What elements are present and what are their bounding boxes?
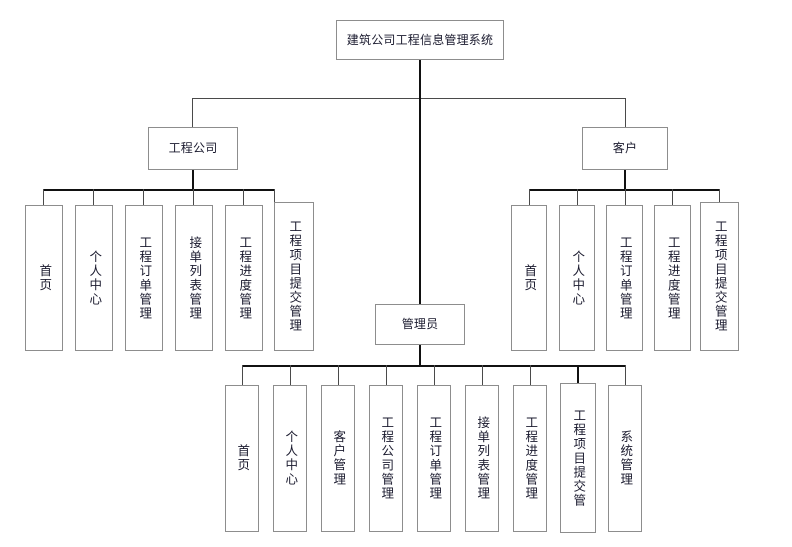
connector-company-stem (192, 170, 194, 190)
connector-admin-drop-3 (386, 365, 387, 385)
node-customer-child-3-label: 工程进度管理 (665, 235, 681, 321)
node-company-child-2[interactable]: 工程订单管理 (125, 205, 163, 351)
connector-root-stem (419, 60, 421, 99)
node-role-customer[interactable]: 客户 (582, 127, 668, 170)
node-company-child-1-label: 个人中心 (87, 249, 103, 307)
node-company-child-5-label: 工程项目提交管理 (287, 220, 303, 333)
connector-company-drop-5 (274, 189, 275, 205)
connector-to-customer (625, 98, 626, 127)
node-root-label: 建筑公司工程信息管理系统 (346, 32, 494, 47)
connector-admin-drop-4 (434, 365, 435, 385)
node-customer-child-4[interactable]: 工程项目提交管理 (700, 202, 739, 351)
node-company-child-0-label: 首页 (37, 263, 53, 293)
connector-customer-drop-3 (672, 189, 673, 205)
connector-customer-drop-0 (529, 189, 530, 205)
connector-center-trunk (419, 98, 421, 304)
node-company-child-1[interactable]: 个人中心 (75, 205, 113, 351)
node-customer-child-1-label: 个人中心 (570, 249, 586, 307)
node-root[interactable]: 建筑公司工程信息管理系统 (336, 20, 504, 60)
connector-admin-drop-8 (625, 365, 626, 385)
connector-company-bus (43, 189, 275, 191)
node-customer-child-2-label: 工程订单管理 (617, 235, 633, 321)
connector-admin-drop-0 (242, 365, 243, 385)
node-customer-child-0[interactable]: 首页 (511, 205, 547, 351)
node-company-child-2-label: 工程订单管理 (137, 235, 153, 321)
node-customer-child-3[interactable]: 工程进度管理 (654, 205, 691, 351)
node-admin-child-0-label: 首页 (235, 444, 251, 473)
node-customer-child-1[interactable]: 个人中心 (559, 205, 595, 351)
node-role-admin[interactable]: 管理员 (375, 304, 465, 345)
connector-company-drop-0 (43, 189, 44, 205)
connector-admin-drop-7 (577, 365, 579, 385)
connector-admin-drop-5 (482, 365, 483, 385)
node-admin-child-3-label: 工程公司管理 (379, 416, 395, 501)
connector-company-drop-2 (143, 189, 144, 205)
connector-admin-drop-2 (338, 365, 339, 385)
connector-company-drop-3 (193, 189, 194, 205)
connector-customer-drop-4 (719, 189, 720, 205)
node-role-company-label: 工程公司 (168, 141, 218, 156)
node-customer-child-0-label: 首页 (522, 263, 538, 293)
connector-root-bus (192, 98, 626, 99)
connector-admin-drop-1 (290, 365, 291, 385)
connector-customer-drop-1 (577, 189, 578, 205)
node-admin-child-5[interactable]: 接单列表管理 (465, 385, 499, 532)
node-company-child-0[interactable]: 首页 (25, 205, 63, 351)
node-admin-child-1[interactable]: 个人中心 (273, 385, 307, 532)
connector-company-drop-1 (93, 189, 94, 205)
node-admin-child-4-label: 工程订单管理 (427, 416, 443, 501)
node-customer-child-2[interactable]: 工程订单管理 (606, 205, 643, 351)
node-company-child-4-label: 工程进度管理 (237, 235, 253, 321)
node-role-customer-label: 客户 (612, 141, 638, 156)
node-admin-child-0[interactable]: 首页 (225, 385, 259, 532)
node-role-company[interactable]: 工程公司 (148, 127, 238, 170)
connector-admin-drop-6 (530, 365, 531, 385)
node-role-admin-label: 管理员 (401, 317, 439, 332)
node-admin-child-8[interactable]: 系统管理 (608, 385, 642, 532)
node-admin-child-6[interactable]: 工程进度管理 (513, 385, 547, 532)
node-admin-child-4[interactable]: 工程订单管理 (417, 385, 451, 532)
node-admin-child-1-label: 个人中心 (283, 430, 299, 487)
node-admin-child-2[interactable]: 客户管理 (321, 385, 355, 532)
connector-to-company (192, 98, 193, 127)
node-admin-child-5-label: 接单列表管理 (475, 416, 491, 501)
node-admin-child-2-label: 客户管理 (331, 430, 347, 487)
connector-customer-drop-2 (625, 189, 626, 205)
node-admin-child-6-label: 工程进度管理 (523, 416, 539, 501)
node-admin-child-7-label: 工程项目提交管 (571, 408, 587, 508)
node-company-child-3-label: 接单列表管理 (187, 235, 203, 321)
node-company-child-4[interactable]: 工程进度管理 (225, 205, 263, 351)
connector-admin-stem (419, 345, 421, 366)
node-company-child-3[interactable]: 接单列表管理 (175, 205, 213, 351)
node-company-child-5[interactable]: 工程项目提交管理 (274, 202, 314, 351)
connector-customer-bus (529, 189, 720, 191)
node-admin-child-7[interactable]: 工程项目提交管 (560, 383, 596, 533)
node-admin-child-3[interactable]: 工程公司管理 (369, 385, 403, 532)
node-customer-child-4-label: 工程项目提交管理 (712, 220, 728, 333)
connector-company-drop-4 (243, 189, 244, 205)
connector-customer-stem (624, 170, 626, 190)
node-admin-child-8-label: 系统管理 (618, 430, 634, 487)
